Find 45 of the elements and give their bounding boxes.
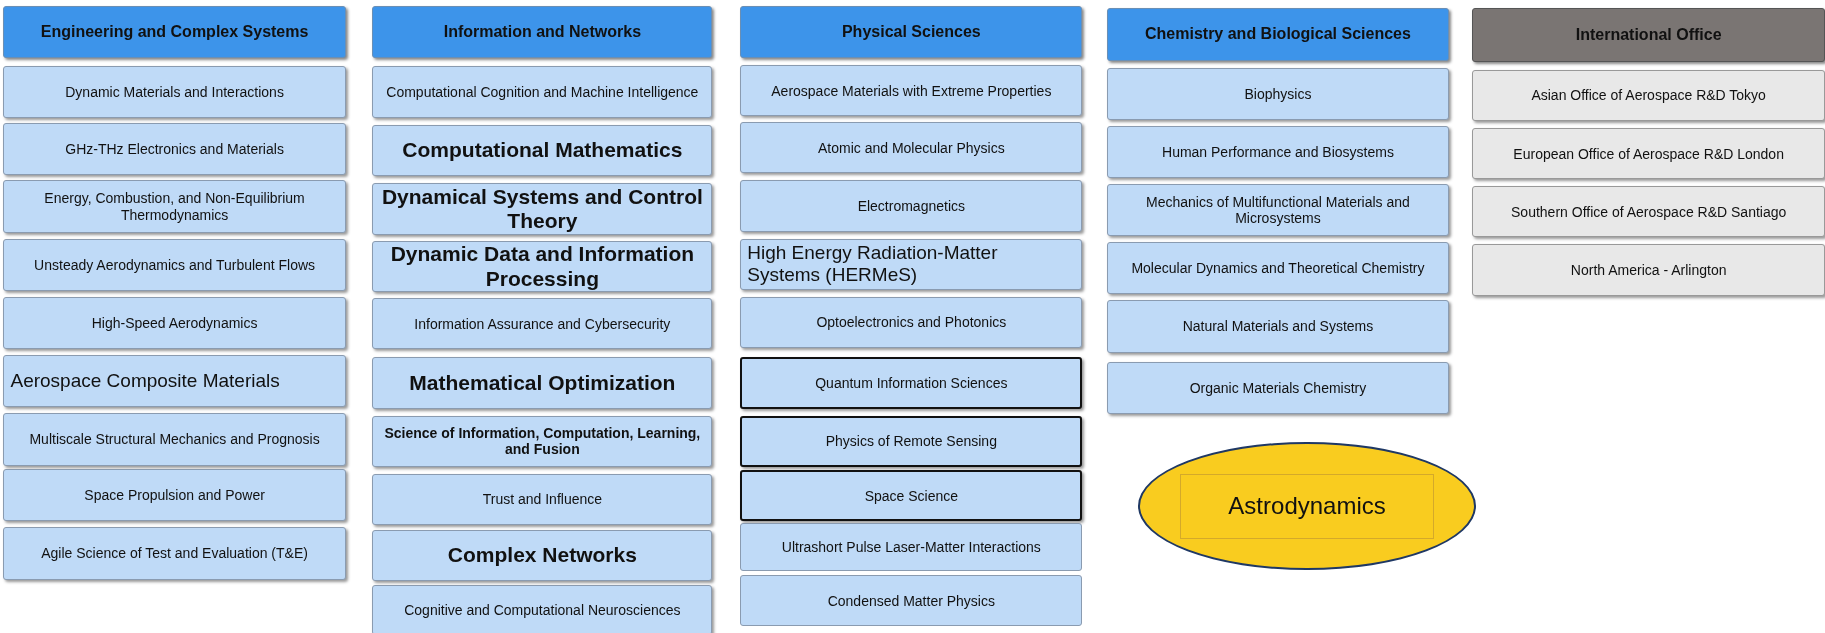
topic-box: High Energy Radiation-Matter Systems (HERMeS) <box>740 238 1083 290</box>
topic-box: Trust and Influence <box>372 473 713 525</box>
oval-label: Astrodynamics <box>1180 473 1434 539</box>
topic-box: Optoelectronics and Photonics <box>740 296 1083 348</box>
topic-box: Space Science <box>740 470 1083 522</box>
topic-box: High-Speed Aerodynamics <box>3 296 346 350</box>
topic-box: Mathematical Optimization <box>372 357 713 409</box>
topic-box: Science of Information, Computation, Learning, and Fusion <box>372 415 713 467</box>
topic-box: Molecular Dynamics and Theoretical Chemistry <box>1106 242 1450 295</box>
topic-box: Complex Networks <box>372 529 713 581</box>
column-header: International Office <box>1472 8 1825 62</box>
topic-box: Southern Office of Aerospace R&D Santiago <box>1472 186 1825 238</box>
topic-box: Information Assurance and Cybersecurity <box>372 297 713 350</box>
topic-box: Asian Office of Aerospace R&D Tokyo <box>1472 69 1825 122</box>
topic-box: North America - Arlington <box>1472 244 1825 296</box>
topic-box: Atomic and Molecular Physics <box>740 122 1083 174</box>
topic-box: Condensed Matter Physics <box>740 574 1083 627</box>
topic-box: Dynamical Systems and Control Theory <box>372 182 713 236</box>
topic-box: Physics of Remote Sensing <box>740 415 1083 467</box>
column-header: Information and Networks <box>372 5 713 59</box>
topic-box: Quantum Information Sciences <box>740 357 1083 409</box>
topic-box: Organic Materials Chemistry <box>1106 361 1450 415</box>
topic-box: Biophysics <box>1106 67 1450 120</box>
topic-box: Space Propulsion and Power <box>3 469 346 522</box>
column-header: Engineering and Complex Systems <box>3 5 346 59</box>
topic-box: Electromagnetics <box>740 180 1083 232</box>
topic-box: Agile Science of Test and Evaluation (T&E) <box>3 527 346 580</box>
topic-box: Computational Cognition and Machine Intelligence <box>372 66 713 118</box>
column-header: Physical Sciences <box>740 5 1083 59</box>
topic-box: Aerospace Composite Materials <box>3 355 346 408</box>
topic-box: GHz-THz Electronics and Materials <box>3 123 346 175</box>
topic-box: Aerospace Materials with Extreme Properties <box>740 65 1083 117</box>
topic-box: Cognitive and Computational Neurosciences <box>372 585 713 633</box>
topic-box: Energy, Combustion, and Non-Equilibrium Thermodynamics <box>3 180 346 233</box>
topic-box: European Office of Aerospace R&D London <box>1472 128 1825 180</box>
topic-box: Ultrashort Pulse Laser-Matter Interactions <box>740 522 1083 572</box>
topic-box: Dynamic Data and Information Processing <box>372 240 713 293</box>
topic-box: Unsteady Aerodynamics and Turbulent Flows <box>3 238 346 291</box>
topic-box: Human Performance and Biosystems <box>1106 125 1450 179</box>
topic-box: Natural Materials and Systems <box>1106 300 1450 353</box>
topic-box: Mechanics of Multifunctional Materials and Microsystems <box>1106 183 1450 237</box>
topic-box: Multiscale Structural Mechanics and Prognosis <box>3 413 346 466</box>
topic-box: Computational Mathematics <box>372 124 713 176</box>
column-header: Chemistry and Biological Sciences <box>1106 8 1450 61</box>
topic-box: Dynamic Materials and Interactions <box>3 66 346 118</box>
